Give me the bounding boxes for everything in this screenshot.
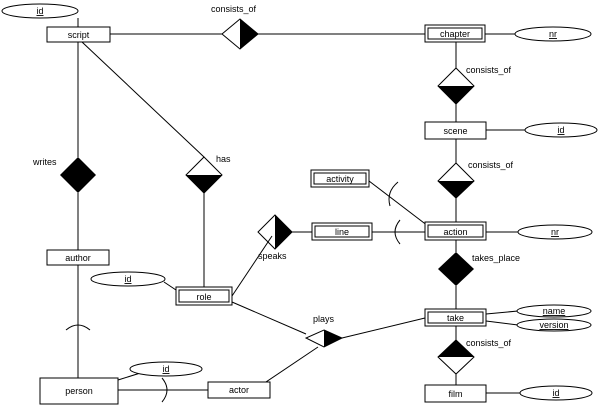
entity-label-author: author bbox=[65, 253, 91, 263]
edge-activity-action bbox=[368, 180, 429, 227]
attr-label-film-id: id bbox=[552, 388, 559, 398]
attribute-take-version: version bbox=[516, 318, 592, 332]
entity-action: action bbox=[424, 221, 487, 241]
attribute-action-nr: nr bbox=[517, 224, 593, 240]
entity-chapter: chapter bbox=[424, 24, 486, 43]
entity-line: line bbox=[311, 222, 373, 241]
entity-label-take: take bbox=[447, 313, 464, 323]
relationship-has: has bbox=[185, 154, 231, 194]
edge-take-version bbox=[485, 320, 519, 326]
relationship-consists-scene-action: consists_of bbox=[437, 160, 514, 199]
rel-label-consists-take-film: consists_of bbox=[466, 338, 512, 348]
attr-label-chapter-nr: nr bbox=[549, 29, 557, 39]
arc-line-action bbox=[394, 219, 401, 245]
relationship-writes: writes bbox=[32, 157, 96, 193]
arc-author-person bbox=[65, 324, 91, 331]
entity-label-film: film bbox=[449, 389, 463, 399]
attribute-take-name: name bbox=[516, 304, 592, 318]
entity-label-line: line bbox=[335, 227, 349, 237]
relationship-consists-chapter-scene: consists_of bbox=[437, 65, 512, 105]
entity-actor: actor bbox=[207, 381, 271, 399]
edge-take-name bbox=[485, 310, 519, 315]
relationship-consists-take-film: consists_of bbox=[437, 338, 512, 375]
relationship-speaks: speaks bbox=[257, 214, 293, 261]
entity-label-chapter: chapter bbox=[440, 29, 470, 39]
edge-role-id bbox=[163, 281, 177, 291]
rel-label-takes-place: takes_place bbox=[472, 253, 520, 263]
entity-label-action: action bbox=[443, 227, 467, 237]
entity-label-actor: actor bbox=[229, 385, 249, 395]
entity-label-role: role bbox=[196, 292, 211, 302]
rel-label-speaks: speaks bbox=[258, 251, 287, 261]
entity-scene: scene bbox=[424, 121, 487, 140]
edge-script-has bbox=[81, 41, 205, 158]
edge-role-plays bbox=[231, 301, 307, 335]
arc-person-actor bbox=[161, 377, 168, 403]
entity-script: script bbox=[46, 26, 111, 43]
arc-activity-action bbox=[388, 181, 399, 207]
entity-author: author bbox=[46, 249, 110, 266]
relationship-plays: plays bbox=[304, 314, 344, 348]
attr-label-take-version: version bbox=[539, 320, 568, 330]
attribute-film-id: id bbox=[519, 385, 593, 401]
attr-label-scene-id: id bbox=[557, 125, 564, 135]
attr-label-script-id: id bbox=[36, 6, 43, 16]
entity-person: person bbox=[39, 377, 119, 405]
entity-label-activity: activity bbox=[326, 174, 354, 184]
rel-label-consists-scene-action: consists_of bbox=[468, 160, 514, 170]
edges bbox=[77, 18, 525, 394]
edge-plays-take bbox=[341, 317, 426, 339]
entity-take: take bbox=[424, 308, 487, 327]
attribute-role-id: id bbox=[90, 271, 166, 287]
cardinality-arcs bbox=[65, 181, 401, 403]
relationship-takes-place: takes_place bbox=[438, 252, 520, 286]
attr-label-role-id: id bbox=[124, 274, 131, 284]
entity-label-person: person bbox=[65, 386, 93, 396]
attribute-scene-id: id bbox=[524, 122, 598, 138]
relationship-consists-script-chapter: consists_of bbox=[211, 4, 259, 50]
attr-label-person-id: id bbox=[162, 364, 169, 374]
entity-label-scene: scene bbox=[443, 126, 467, 136]
entity-role: role bbox=[175, 286, 233, 306]
entity-label-script: script bbox=[68, 30, 90, 40]
entity-film: film bbox=[424, 384, 487, 403]
attribute-person-id: id bbox=[129, 361, 203, 377]
rel-label-has: has bbox=[216, 154, 231, 164]
attr-label-take-name: name bbox=[543, 306, 566, 316]
attribute-script-id: id bbox=[1, 3, 79, 19]
rel-label-consists-script-chapter: consists_of bbox=[211, 4, 257, 14]
edge-role-speaks bbox=[231, 235, 273, 297]
entity-activity: activity bbox=[310, 169, 370, 188]
attr-label-action-nr: nr bbox=[551, 227, 559, 237]
rel-label-plays: plays bbox=[313, 314, 335, 324]
rel-label-writes: writes bbox=[32, 157, 57, 167]
attribute-chapter-nr: nr bbox=[514, 26, 592, 42]
edge-plays-actor bbox=[259, 346, 319, 387]
rel-label-consists-chapter-scene: consists_of bbox=[466, 65, 512, 75]
